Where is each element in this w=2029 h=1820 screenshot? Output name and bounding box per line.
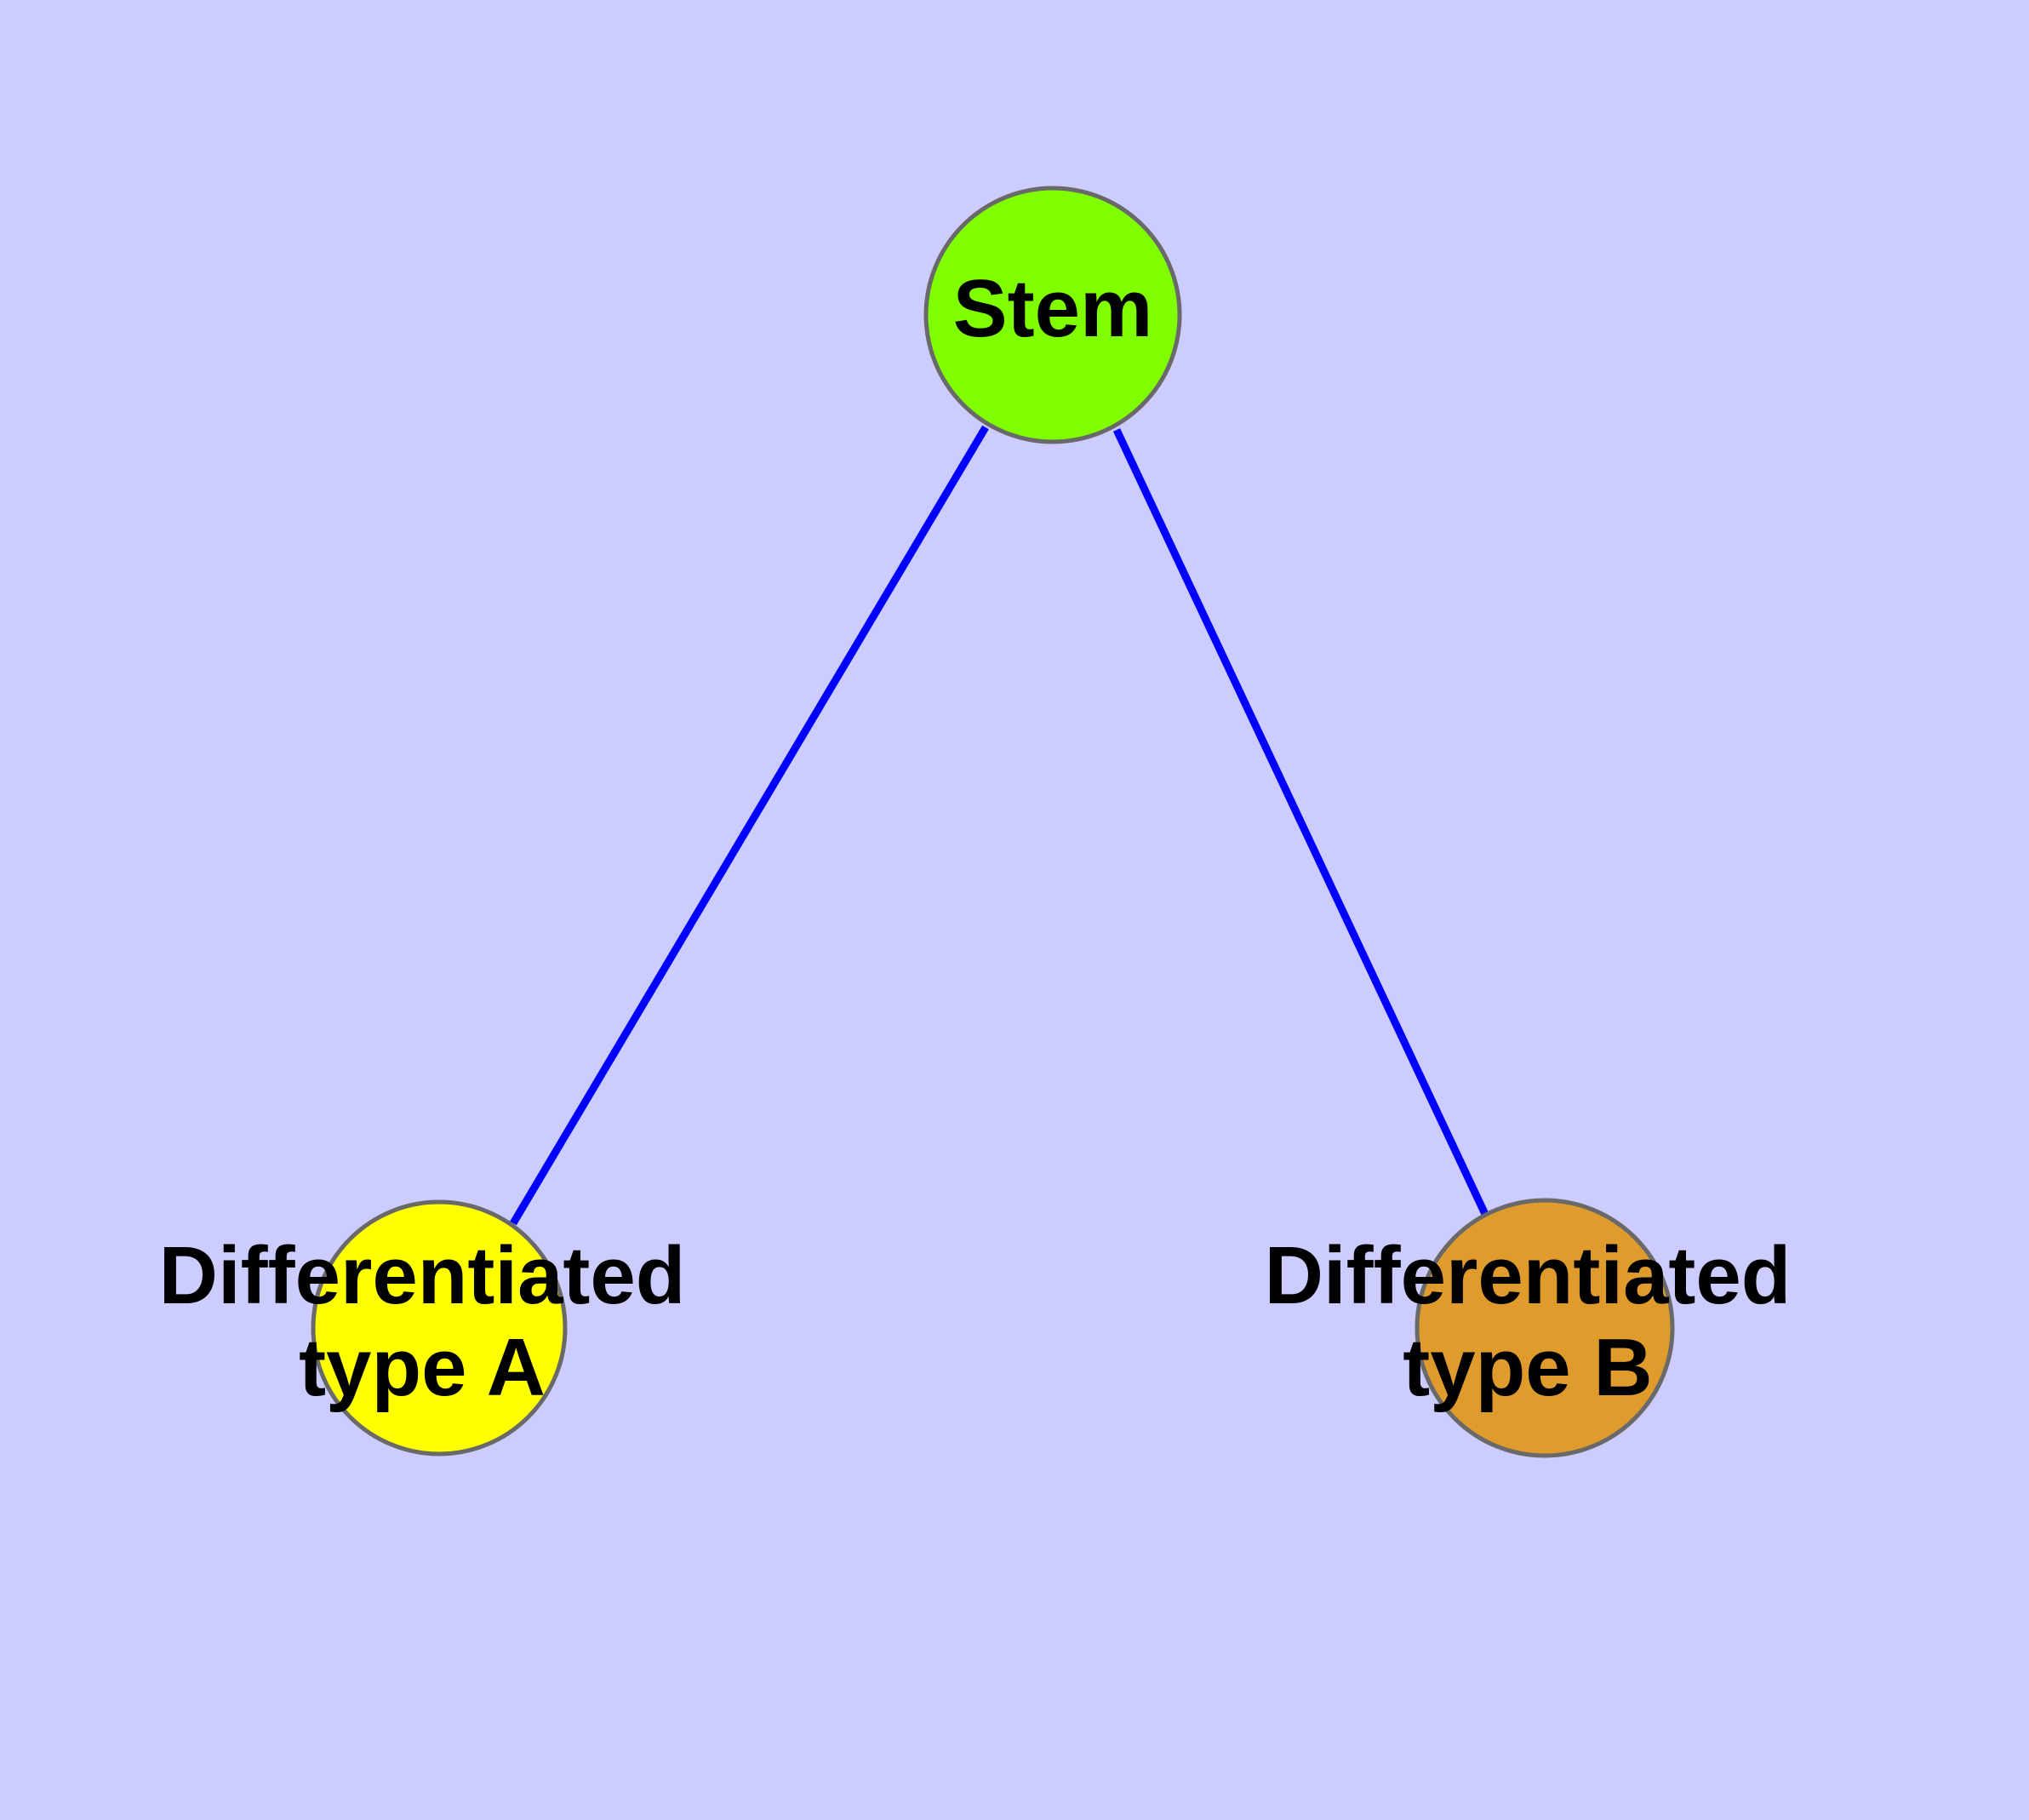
node-stem-circle[interactable] bbox=[923, 186, 1182, 444]
node-stem[interactable]: Stem bbox=[923, 186, 1182, 444]
node-differentiated-type-b-circle[interactable] bbox=[1415, 1198, 1675, 1458]
node-stem-label: Stem bbox=[953, 263, 1153, 354]
edge-stem-to-diff-b[interactable] bbox=[1112, 428, 1494, 1225]
edge-stem-to-diff-a[interactable] bbox=[510, 425, 989, 1226]
node-differentiated-type-a-circle[interactable] bbox=[311, 1199, 568, 1457]
edge-layer bbox=[510, 425, 1494, 1226]
